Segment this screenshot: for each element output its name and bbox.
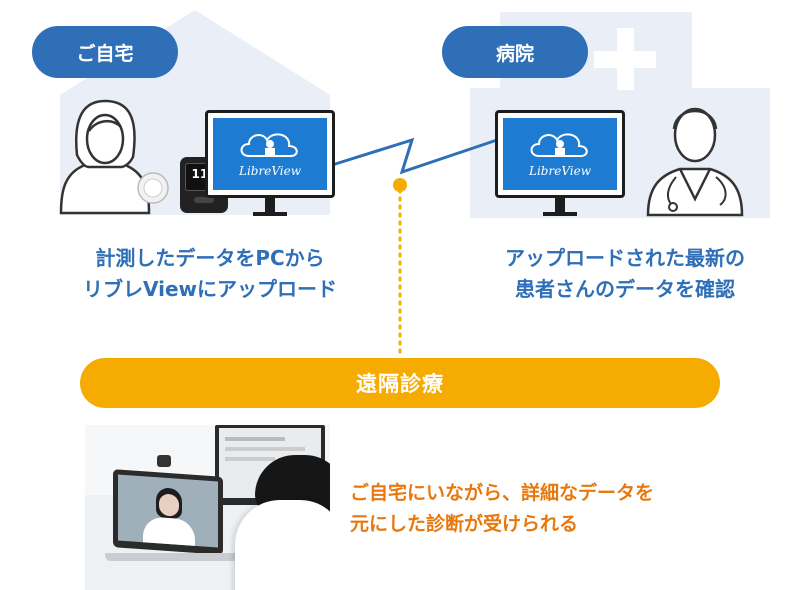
hospital-caption-line1: アップロードされた最新の [505, 246, 745, 270]
home-caption-line2: リブレViewにアップロード [82, 277, 338, 301]
libreview-label: LibreView [239, 164, 301, 178]
sensor-icon [137, 172, 169, 204]
cloud-icon [240, 133, 298, 157]
remote-consultation-label: 遠隔診療 [356, 372, 444, 396]
benefit-line2: 元にした診断が受けられる [350, 513, 579, 535]
hospital-monitor-icon: LibreView [495, 110, 625, 200]
patient-icon [59, 99, 151, 215]
home-caption-line1: 計測したデータをPCから [95, 246, 325, 270]
doctor-icon [646, 107, 744, 217]
remote-consultation-bar: 遠隔診療 [80, 358, 720, 408]
hospital-label: 病院 [442, 26, 588, 78]
hospital-caption-line2: 患者さんのデータを確認 [515, 277, 735, 301]
telemedicine-photo [85, 425, 330, 590]
home-caption: 計測したデータをPCから リブレViewにアップロード [40, 243, 380, 305]
home-label: ご自宅 [32, 26, 178, 78]
laptop [113, 469, 223, 555]
hospital-caption: アップロードされた最新の 患者さんのデータを確認 [455, 243, 795, 305]
benefit-text: ご自宅にいながら、詳細なデータを 元にした診断が受けられる [350, 478, 654, 540]
cloud-icon [530, 133, 588, 157]
hospital-monitor-stand [543, 198, 577, 216]
home-monitor-stand [253, 198, 287, 216]
benefit-line1: ご自宅にいながら、詳細なデータを [350, 482, 655, 504]
home-monitor-icon: LibreView [205, 110, 335, 200]
libreview-label: LibreView [529, 164, 591, 178]
